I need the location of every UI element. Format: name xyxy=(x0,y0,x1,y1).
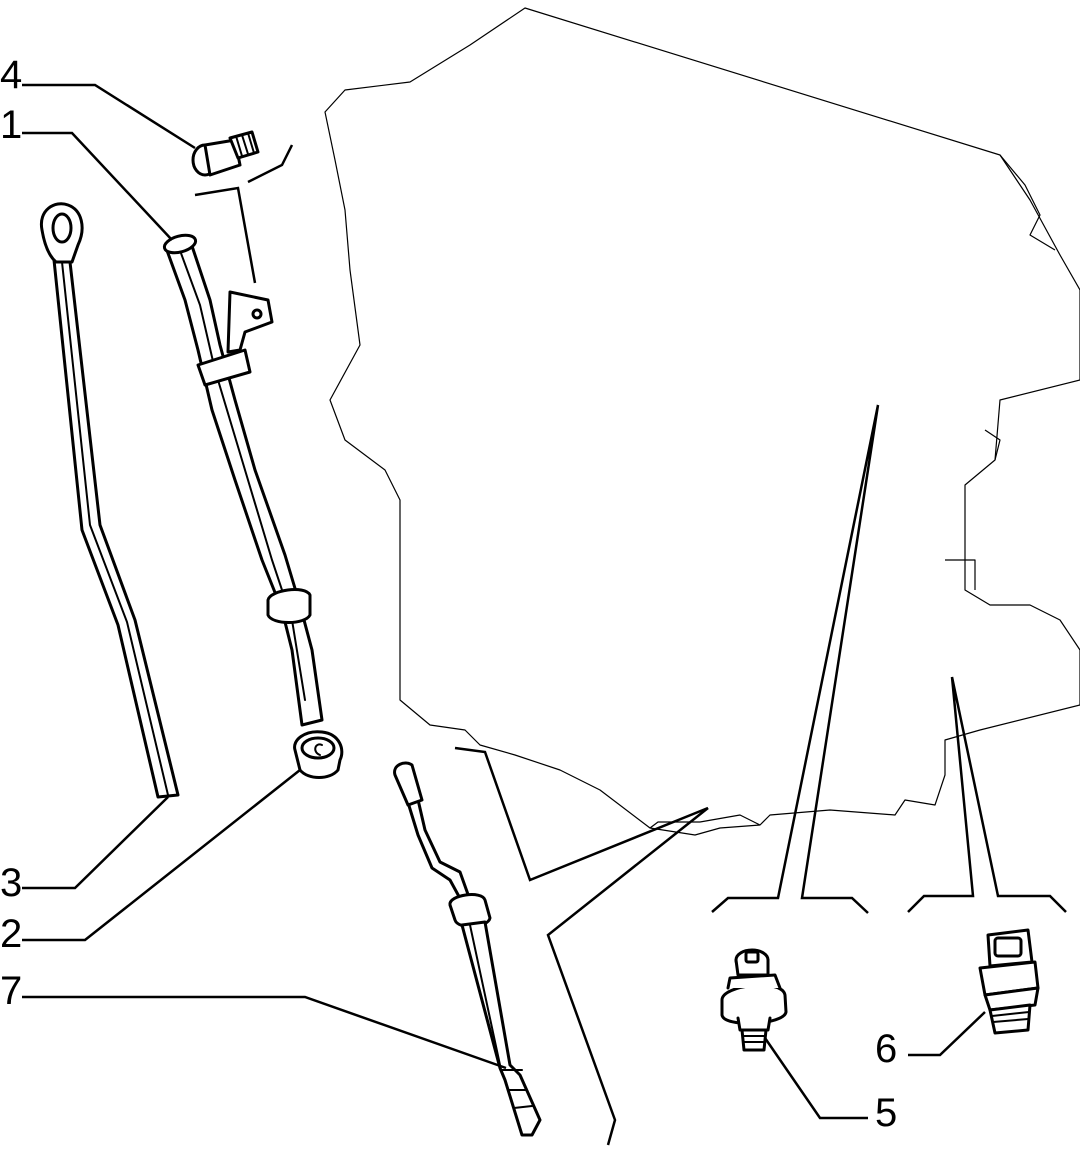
callout-5: 5 xyxy=(875,1091,897,1135)
callout-2: 2 xyxy=(0,912,22,956)
leader-6 xyxy=(908,1011,986,1057)
dipstick-guide-tube xyxy=(162,233,324,727)
leader-lines xyxy=(22,83,1067,1146)
callout-3: 3 xyxy=(0,861,22,905)
leader-2 xyxy=(22,769,301,942)
temperature-sensor xyxy=(978,928,1040,1035)
dipstick xyxy=(39,202,180,799)
leader-4 xyxy=(22,83,196,150)
grommet xyxy=(293,730,344,779)
engine-block-outline xyxy=(324,7,1080,836)
callout-6: 6 xyxy=(875,1027,897,1071)
callout-7: 7 xyxy=(0,969,22,1013)
leader-7 xyxy=(22,995,507,1070)
bolt-bracket-leader xyxy=(194,144,294,284)
leader-5 xyxy=(763,1037,868,1120)
callout-1: 1 xyxy=(0,103,22,147)
callout-4: 4 xyxy=(0,53,22,97)
leader-3 xyxy=(22,796,169,890)
oil-pressure-switch xyxy=(720,948,788,1052)
leader-1 xyxy=(22,131,173,241)
oil-level-sensor xyxy=(393,761,542,1137)
bolt xyxy=(191,130,260,177)
